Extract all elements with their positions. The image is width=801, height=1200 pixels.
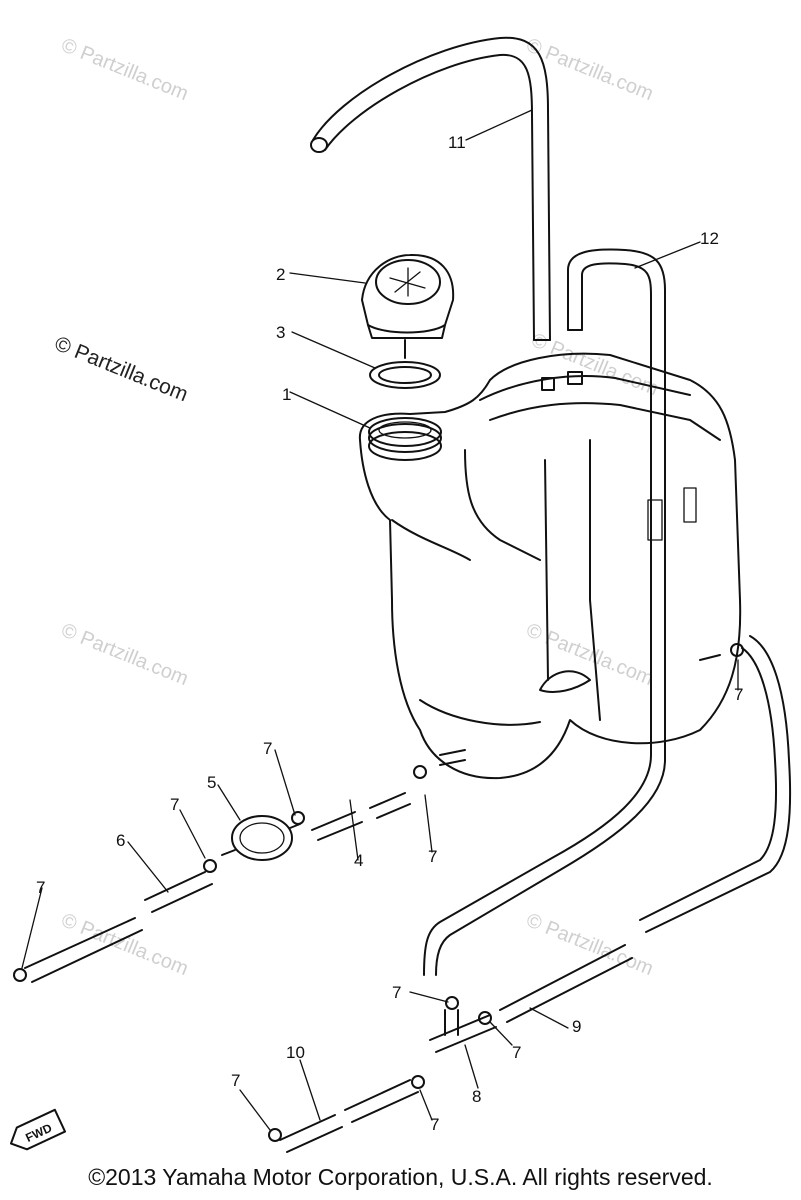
breather-hose-12 [423, 248, 666, 976]
leader-lines [21, 109, 739, 1131]
hose-9 [499, 635, 792, 1023]
callout-8: 8 [472, 1087, 481, 1106]
faint-watermark: © Partzilla.com [58, 34, 191, 105]
callout-11: 11 [448, 133, 466, 152]
callout-7h: 7 [430, 1115, 439, 1134]
faint-watermarks: © Partzilla.com © Partzilla.com © Partzi… [58, 34, 661, 980]
callout-7d: 7 [428, 847, 437, 866]
callout-6: 6 [116, 831, 125, 850]
callout-1: 1 [282, 385, 291, 404]
callout-numbers: 11 12 2 3 1 4 5 6 7 7 7 7 7 7 7 7 7 8 9 … [36, 133, 743, 1134]
callout-7c: 7 [36, 878, 45, 897]
fuel-tank-1 [358, 352, 742, 780]
faint-watermark: © Partzilla.com [58, 619, 191, 690]
callout-9: 9 [572, 1017, 581, 1036]
fwd-arrow-icon: FWD [9, 1108, 67, 1151]
fwd-label: FWD [23, 1121, 54, 1145]
callout-7i: 7 [231, 1071, 240, 1090]
fuel-filter-5 [221, 815, 301, 861]
fuel-cap-2 [361, 253, 455, 339]
callout-12: 12 [700, 229, 719, 248]
faint-watermark: © Partzilla.com [523, 909, 656, 980]
callout-5: 5 [207, 773, 216, 792]
vent-hose-11 [310, 36, 551, 341]
hose-10 [279, 1079, 419, 1153]
hose-clips-7 [13, 643, 744, 1142]
callout-10: 10 [286, 1043, 305, 1062]
gasket-3 [369, 339, 441, 389]
callout-7b: 7 [170, 795, 179, 814]
tee-fitting-8 [429, 1009, 497, 1053]
faint-watermark: © Partzilla.com [523, 34, 656, 105]
copyright-notice: ©2013 Yamaha Motor Corporation, U.S.A. A… [88, 1164, 713, 1190]
callout-4: 4 [354, 851, 363, 870]
callout-7g: 7 [512, 1043, 521, 1062]
callout-7a: 7 [263, 739, 272, 758]
callout-3: 3 [276, 323, 285, 342]
hose-6 [24, 871, 213, 983]
callout-2: 2 [276, 265, 285, 284]
callout-7e: 7 [734, 685, 743, 704]
callout-7f: 7 [392, 983, 401, 1002]
hose-4 [311, 792, 411, 841]
